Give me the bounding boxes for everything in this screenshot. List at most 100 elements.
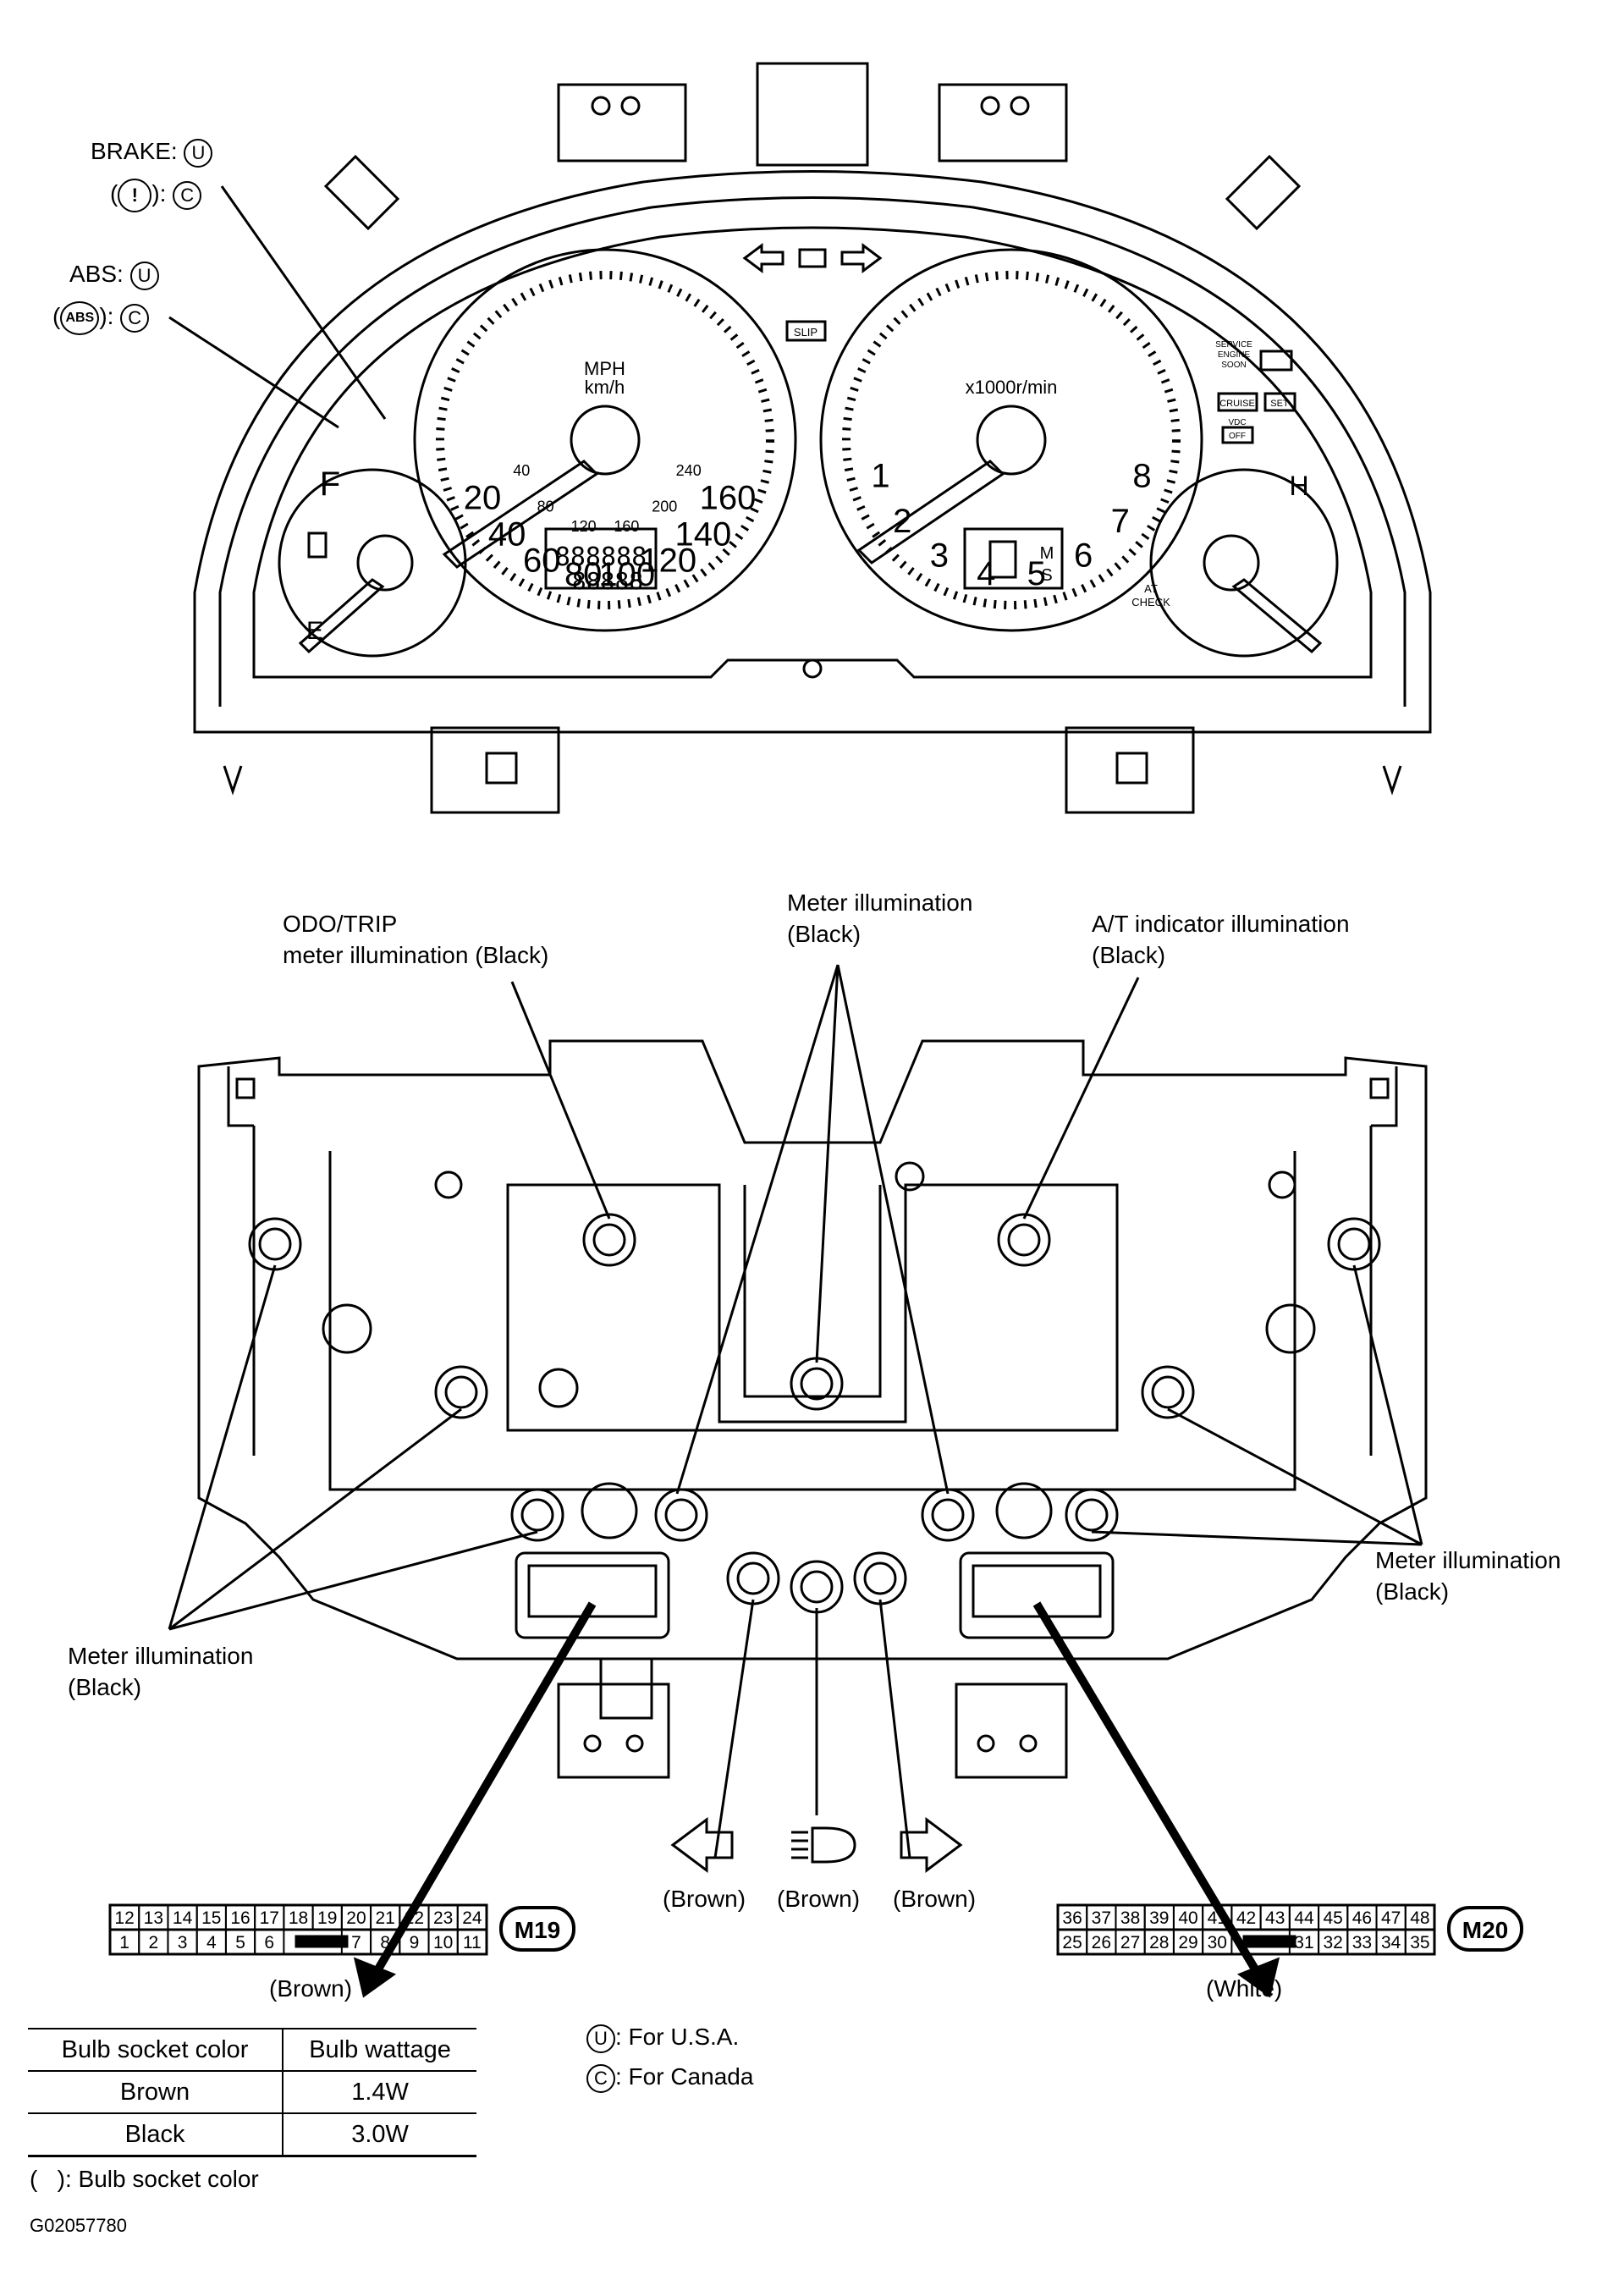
speedometer-mph-tick: 60 — [523, 542, 561, 580]
temp-gauge-needle — [1231, 578, 1323, 654]
abs-warning-icon: ABS — [60, 300, 100, 335]
bulb-table-cell: Brown — [28, 2071, 284, 2114]
slip-indicator — [785, 320, 827, 342]
meter-illumination-right-callout: Meter illumination (Black) — [1375, 1545, 1561, 1607]
off-label: OFF — [1229, 432, 1246, 441]
us-note: U: For U.S.A. — [586, 2021, 739, 2053]
brake-legend-line: BRAKE: U — [91, 135, 213, 168]
speedometer-needle — [442, 460, 599, 569]
top-mount-tab-right — [938, 83, 1068, 162]
cluster-rear-view — [168, 964, 1428, 1859]
terminal-number: 30 — [1208, 1933, 1227, 1952]
bulb-table-header-row: Bulb socket color Bulb wattage — [28, 2028, 476, 2072]
tachometer-tick: 6 — [1074, 537, 1093, 575]
m20-badge-text: M20 — [1462, 1917, 1508, 1943]
terminal-cell — [254, 1929, 285, 1955]
terminal-number: 43 — [1265, 1908, 1285, 1928]
socket-color-note: ( ): Bulb socket color — [30, 2166, 259, 2192]
terminal-number: 10 — [433, 1933, 453, 1952]
figure-id: G02057780 — [30, 2215, 127, 2236]
meter-left-callout-line2: (Black) — [68, 1674, 142, 1700]
m19-pointer-arrow — [372, 1601, 597, 1974]
table-row: Brown 1.4W — [28, 2071, 476, 2114]
m19-badge — [499, 1906, 575, 1952]
headlamp-icon — [791, 1826, 856, 1864]
terminal-cell — [1202, 1929, 1233, 1955]
soon-label: SOON — [1221, 361, 1246, 370]
meter-center-callout-line2: (Black) — [787, 921, 862, 947]
terminal-number: 18 — [289, 1908, 308, 1928]
fuel-empty-label: E — [306, 617, 323, 645]
at-label: AT — [1144, 582, 1158, 595]
tachometer-dial — [819, 248, 1203, 632]
terminal-number: 29 — [1178, 1933, 1197, 1952]
set-indicator-text: SET — [1270, 399, 1289, 409]
meter-illumination-left-callout: Meter illumination (Black) — [68, 1640, 253, 1703]
terminal-number: 25 — [1062, 1933, 1082, 1952]
meter-right-callout-line2: (Black) — [1375, 1578, 1450, 1605]
speedometer-dial — [413, 248, 797, 632]
terminal-number: 45 — [1324, 1908, 1343, 1928]
terminal-number: 32 — [1324, 1933, 1343, 1952]
terminal-number: 35 — [1410, 1933, 1429, 1952]
terminal-number: 21 — [376, 1908, 395, 1928]
bulb-table-cell: 3.0W — [283, 2113, 476, 2157]
terminal-number: 13 — [144, 1908, 163, 1928]
terminal-number: 1 — [119, 1933, 129, 1952]
terminal-number: 15 — [201, 1908, 221, 1928]
terminal-number: 22 — [405, 1908, 424, 1928]
tachometer-unit: x1000r/min — [966, 377, 1058, 398]
terminal-number: 42 — [1236, 1908, 1256, 1928]
service-label: SERVICE — [1215, 340, 1252, 350]
rear-housing-outline — [197, 1039, 1428, 1660]
brake-us-symbol: U — [184, 138, 213, 168]
terminal-number: 44 — [1294, 1908, 1314, 1928]
terminal-number: 28 — [1149, 1933, 1169, 1952]
us-note-text: : For U.S.A. — [615, 2024, 740, 2050]
terminal-number: 24 — [462, 1908, 482, 1928]
at-indicator-callout-line2: (Black) — [1092, 942, 1166, 968]
tachometer-tick: 8 — [1132, 457, 1151, 494]
terminal-number: 48 — [1410, 1908, 1429, 1928]
temp-gauge-dial — [1149, 468, 1339, 658]
fuel-gauge-needle — [298, 578, 385, 654]
left-turn-signal-icon — [670, 1817, 734, 1873]
bulb-table-cell: Black — [28, 2113, 284, 2157]
abs-us-symbol: U — [129, 261, 159, 290]
speedometer-kmh-tick: 160 — [614, 518, 639, 535]
terminal-number: 2 — [149, 1933, 159, 1952]
terminal-number: 4 — [206, 1933, 217, 1952]
terminal-number: 14 — [173, 1908, 193, 1928]
left-turn-arrow-icon — [742, 243, 784, 273]
brake-label: BRAKE: — [91, 138, 178, 164]
tachometer-tick: 1 — [871, 457, 889, 494]
canada-note-symbol: C — [586, 2063, 615, 2093]
terminal-number: 5 — [235, 1933, 245, 1952]
terminal-number: 3 — [178, 1933, 188, 1952]
terminal-number: 12 — [114, 1908, 134, 1928]
speedometer-kmh-tick: 120 — [571, 518, 597, 535]
m20-connector-color: (White) — [1206, 1975, 1283, 2002]
check-label: CHECK — [1131, 596, 1170, 609]
tachometer-hub — [976, 405, 1047, 476]
terminal-number: 38 — [1120, 1908, 1140, 1928]
gear-letter-s: S — [1041, 566, 1052, 585]
terminal-number: 9 — [410, 1933, 420, 1952]
terminal-number: 20 — [346, 1908, 366, 1928]
tachometer-tick: 3 — [930, 537, 949, 575]
tachometer-tick: 5 — [1027, 555, 1046, 592]
headlamp-socket-color: (Brown) — [777, 1886, 861, 1912]
top-mount-tab-left — [557, 83, 687, 162]
tachometer-tick: 2 — [893, 503, 911, 540]
cruise-indicator-text: CRUISE — [1219, 399, 1255, 409]
set-indicator — [1263, 392, 1296, 412]
canada-note-text: : For Canada — [615, 2063, 754, 2090]
tachometer-tick: 4 — [977, 555, 995, 592]
tachometer-needle — [856, 460, 1005, 564]
brake-warning-icon: ! — [118, 178, 152, 212]
